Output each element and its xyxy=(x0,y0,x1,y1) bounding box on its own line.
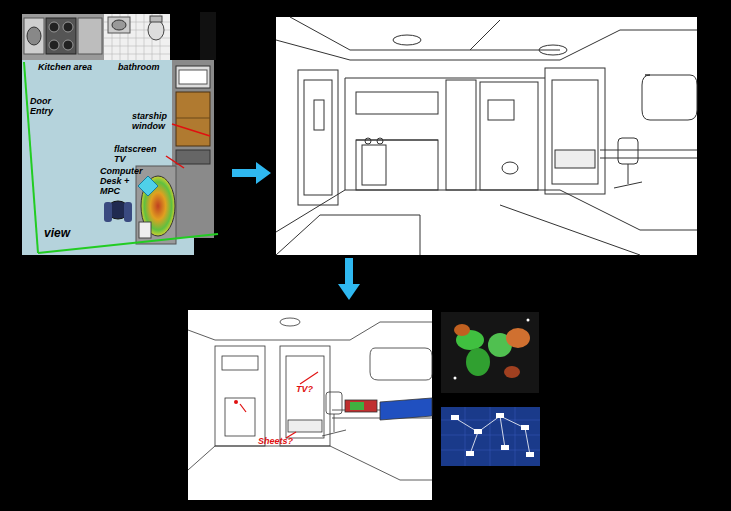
flow-arrow xyxy=(232,162,271,184)
network-image xyxy=(441,407,540,466)
callout-label: starship window xyxy=(132,111,174,131)
room-sketch xyxy=(188,310,432,500)
annotation: Sheets? xyxy=(258,436,294,446)
annotation: TV? xyxy=(296,384,320,394)
floor-plan xyxy=(22,12,218,255)
flow-arrow xyxy=(338,258,360,300)
room-sketch xyxy=(276,17,697,255)
room-label: Kitchen area xyxy=(38,62,108,72)
room-label: Door Entry xyxy=(30,96,64,116)
callout-label: flatscreen TV xyxy=(114,144,166,164)
map-image xyxy=(441,312,539,393)
room-label: bathroom xyxy=(118,62,170,72)
view-label: view xyxy=(44,226,84,240)
callout-label: Computer Desk + MPC xyxy=(100,166,146,196)
